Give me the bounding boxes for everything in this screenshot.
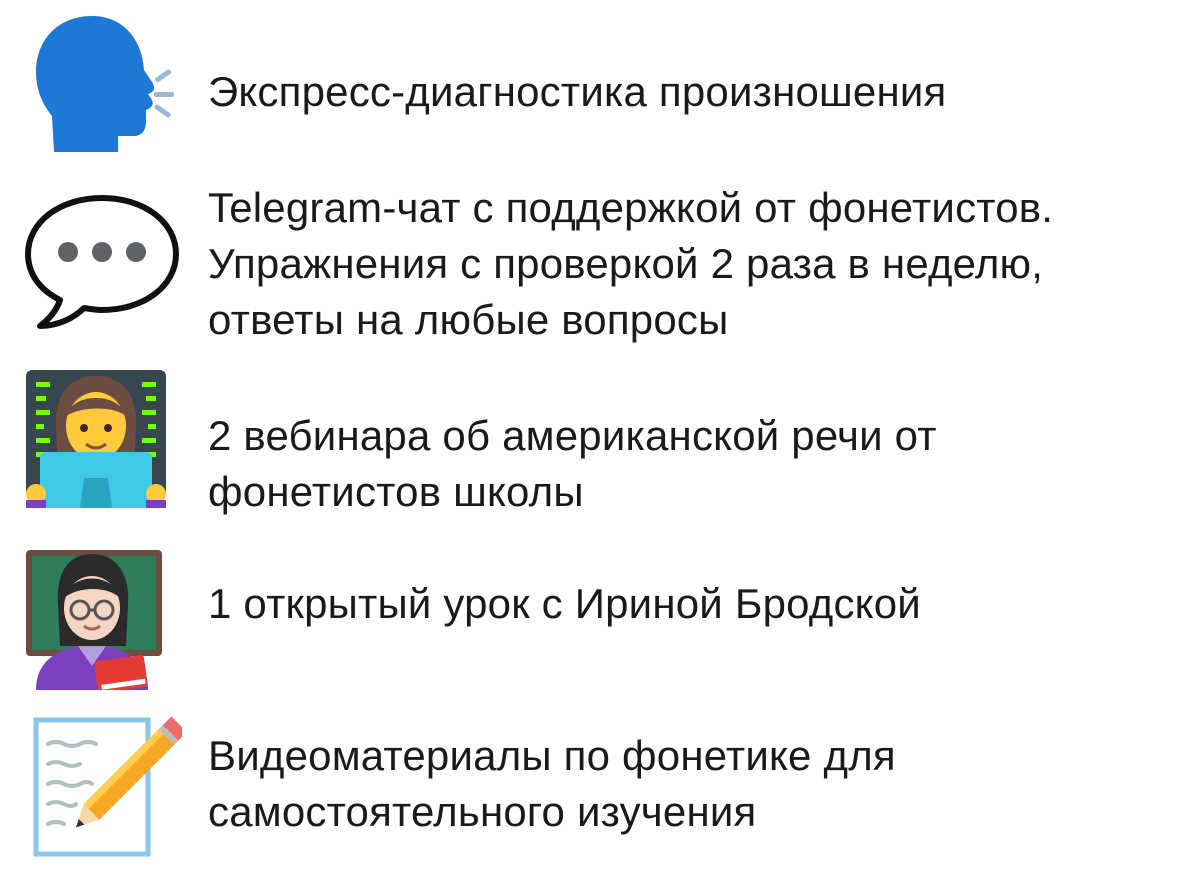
feature-line: ответы на любые вопросы [208,296,729,343]
speaking-head-icon [22,12,182,154]
feature-text: 1 открытый урок с Ириной Бродской [208,576,1193,632]
feature-line: фонетистов школы [208,468,584,515]
woman-teacher-icon [22,546,182,690]
feature-line: самостоятельного изучения [208,788,757,835]
feature-line: Telegram-чат с поддержкой от фонетистов. [208,184,1054,231]
feature-line: Экспресс-диагностика произношения [208,68,947,115]
feature-text: Telegram-чат с поддержкой от фонетистов.… [208,180,1193,348]
feature-line: Видеоматериалы по фонетике для [208,732,896,779]
feature-text: 2 вебинара об американской речи от фонет… [208,408,1193,520]
feature-text: Видеоматериалы по фонетике для самостоят… [208,728,1193,840]
feature-line: 2 вебинара об американской речи от [208,412,937,459]
feature-line: 1 открытый урок с Ириной Бродской [208,580,921,627]
feature-line: Упражнения с проверкой 2 раза в неделю, [208,240,1044,287]
memo-pencil-icon [22,714,182,860]
woman-technologist-icon [22,366,182,510]
feature-text: Экспресс-диагностика произношения [208,64,1193,120]
speech-bubble-icon [22,190,182,330]
